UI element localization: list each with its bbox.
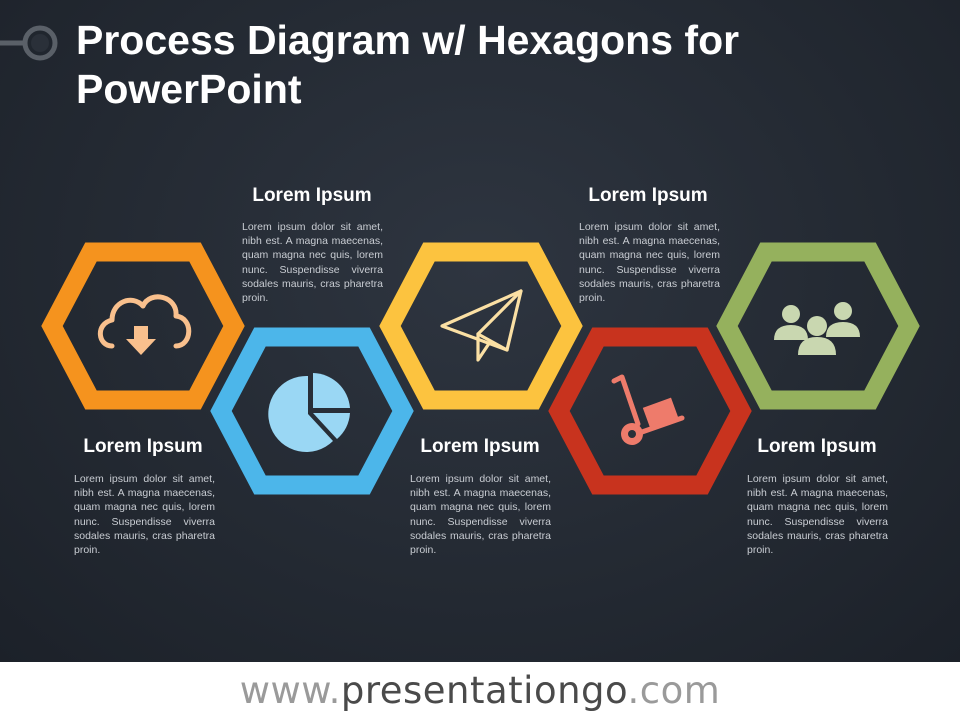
step-4-heading: Lorem Ipsum [588,185,708,206]
hexagon-diagram [41,242,920,495]
step-2-heading: Lorem Ipsum [252,185,372,206]
hexagon-step-5 [716,242,920,410]
title-ring-icon [0,25,58,61]
footer-url[interactable]: www.presentationgo.com [0,662,960,720]
step-1-body: Lorem ipsum dolor sit amet, nibh est. A … [74,473,215,557]
footer-suffix: .com [627,669,721,712]
hexagon-step-3 [379,242,583,410]
step-3-body: Lorem ipsum dolor sit amet, nibh est. A … [410,473,551,557]
slide: Process Diagram w/ Hexagons for PowerPoi… [0,0,960,662]
step-2-body: Lorem ipsum dolor sit amet, nibh est. A … [242,221,383,305]
hexagon-step-4 [548,327,752,495]
hand-truck-icon [611,374,685,445]
step-3-heading: Lorem Ipsum [420,436,540,457]
cloud-download-icon [97,294,192,355]
slide-title: Process Diagram w/ Hexagons for PowerPoi… [76,17,740,112]
hexagon-step-2 [210,327,414,495]
footer-brand: presentationgo [340,669,628,712]
hexagon-step-1 [41,242,245,410]
pie-chart-icon [268,373,350,452]
paper-plane-icon [440,289,523,362]
step-5-body: Lorem ipsum dolor sit amet, nibh est. A … [747,473,888,557]
step-1-heading: Lorem Ipsum [83,436,203,457]
footer-prefix: www. [239,669,341,712]
group-icon [774,302,860,355]
step-5-heading: Lorem Ipsum [757,436,877,457]
step-4-body: Lorem ipsum dolor sit amet, nibh est. A … [579,221,720,305]
